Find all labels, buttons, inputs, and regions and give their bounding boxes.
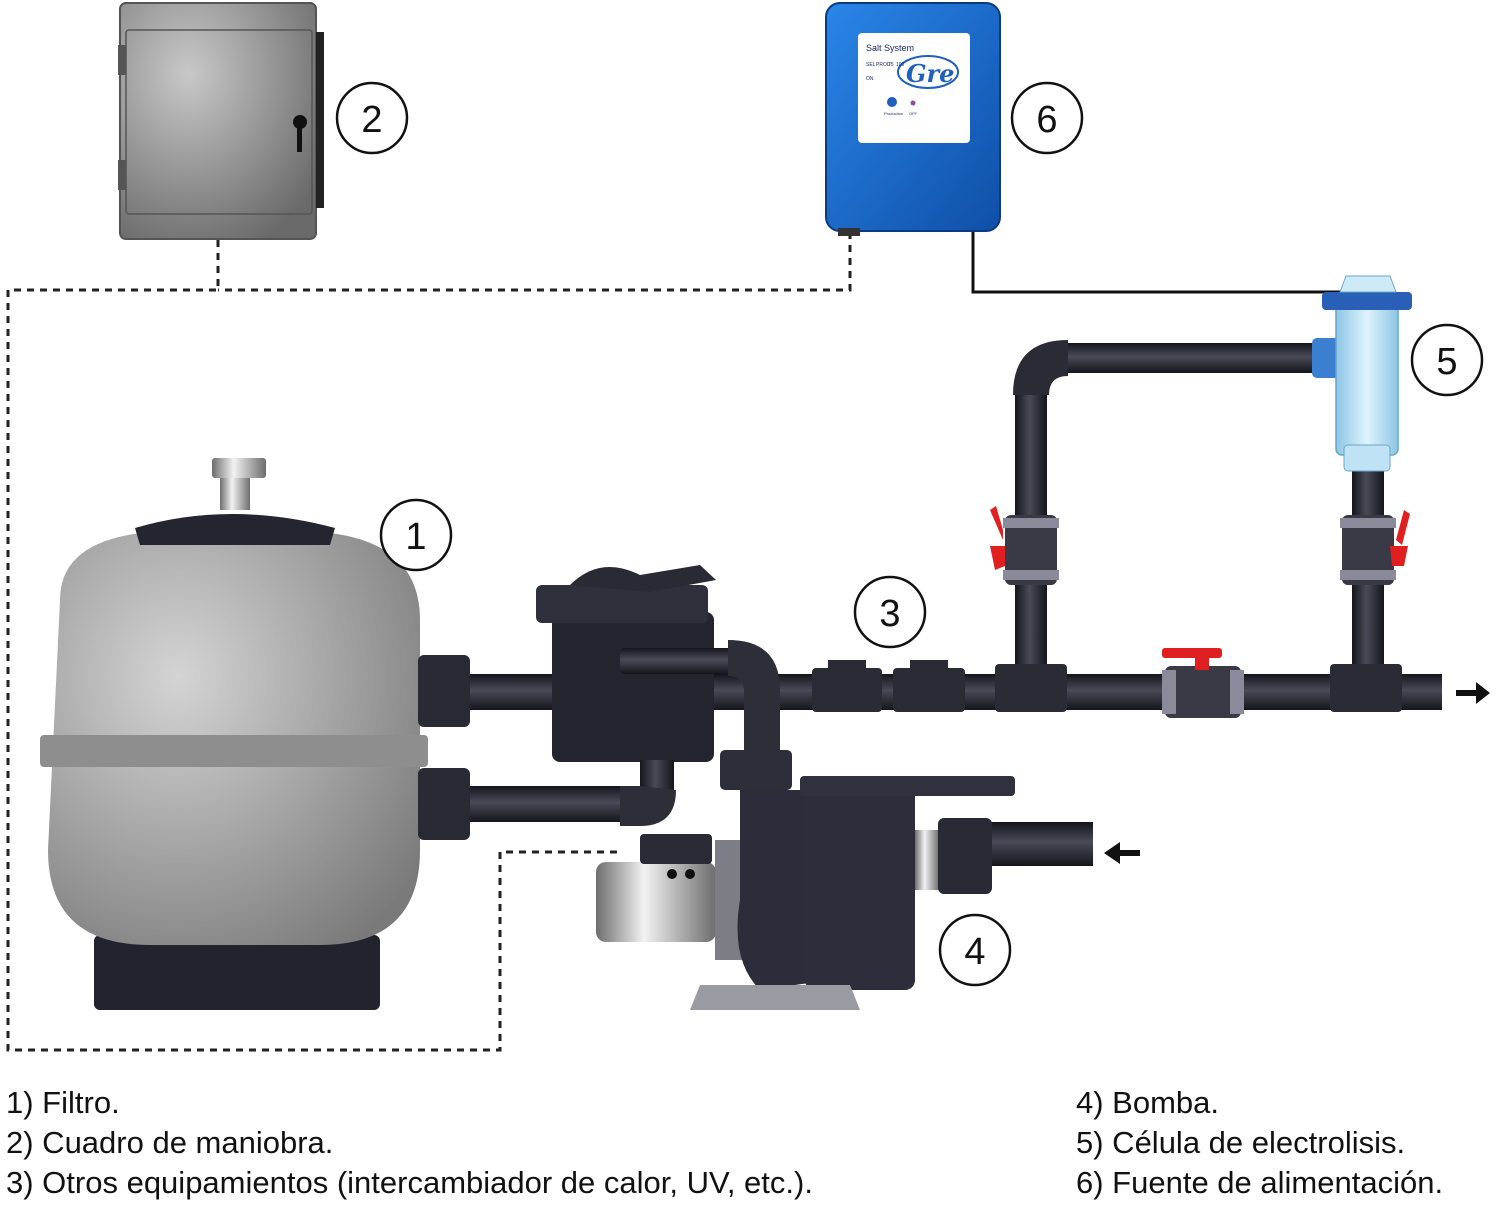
device-button-label: Production bbox=[884, 111, 903, 116]
pump-prefilter-pot bbox=[536, 565, 780, 762]
device-panel-text-1: SEL bbox=[866, 62, 876, 68]
svg-text:5: 5 bbox=[1436, 341, 1457, 383]
cell-cable bbox=[971, 232, 1340, 294]
bypass-pipes bbox=[1013, 338, 1384, 680]
callout-2: 2 bbox=[335, 81, 409, 155]
callout-3: 3 bbox=[853, 575, 927, 649]
device-title: Salt System bbox=[866, 43, 914, 53]
device-panel-text-3: 75 bbox=[888, 62, 894, 68]
svg-text:3: 3 bbox=[879, 593, 900, 635]
device-brand-logo: Gre bbox=[906, 59, 954, 88]
inflow-arrow-icon bbox=[1104, 842, 1140, 864]
legend-item-electrolysis-cell: 5) Célula de electrolisis. bbox=[1076, 1125, 1406, 1160]
svg-text:4: 4 bbox=[964, 931, 985, 973]
device-panel-text-2: PROD bbox=[876, 62, 891, 68]
svg-text:6: 6 bbox=[1036, 99, 1057, 141]
legend-item-other-equipment: 3) Otros equipamientos (intercambiador d… bbox=[6, 1165, 813, 1200]
callout-4: 4 bbox=[938, 913, 1012, 987]
device-panel-text-4: 100 bbox=[896, 62, 905, 68]
power-supply-device: Salt System Gre SEL PROD 75 100 ON Produ… bbox=[825, 2, 1001, 236]
callout-1: 1 bbox=[379, 498, 453, 572]
legend-item-pump: 4) Bomba. bbox=[1076, 1085, 1220, 1120]
device-led-icon bbox=[910, 100, 916, 106]
callout-5: 5 bbox=[1410, 323, 1484, 397]
legend-item-control-panel: 2) Cuadro de maniobra. bbox=[6, 1125, 334, 1160]
device-led-label: OFF bbox=[909, 111, 918, 116]
sand-filter bbox=[40, 458, 470, 1010]
svg-text:2: 2 bbox=[361, 99, 382, 141]
electrolysis-cell bbox=[1322, 275, 1412, 472]
filter-return-elbow bbox=[620, 760, 676, 826]
right-bypass-valve bbox=[1340, 510, 1410, 585]
device-panel-text-5: ON bbox=[866, 76, 874, 82]
pump bbox=[596, 750, 1015, 1010]
left-bypass-valve bbox=[990, 506, 1059, 585]
device-production-button[interactable] bbox=[887, 97, 897, 107]
callout-6: 6 bbox=[1010, 81, 1084, 155]
legend-item-filter: 1) Filtro. bbox=[6, 1085, 120, 1120]
other-equipment-fittings bbox=[812, 660, 1402, 712]
control-cabinet bbox=[118, 2, 324, 240]
control-wiring bbox=[6, 232, 852, 1052]
legend-item-power-supply: 6) Fuente de alimentación. bbox=[1076, 1165, 1444, 1200]
svg-text:1: 1 bbox=[405, 516, 426, 558]
outflow-arrow-icon bbox=[1456, 682, 1490, 704]
main-ball-valve bbox=[1162, 648, 1244, 718]
